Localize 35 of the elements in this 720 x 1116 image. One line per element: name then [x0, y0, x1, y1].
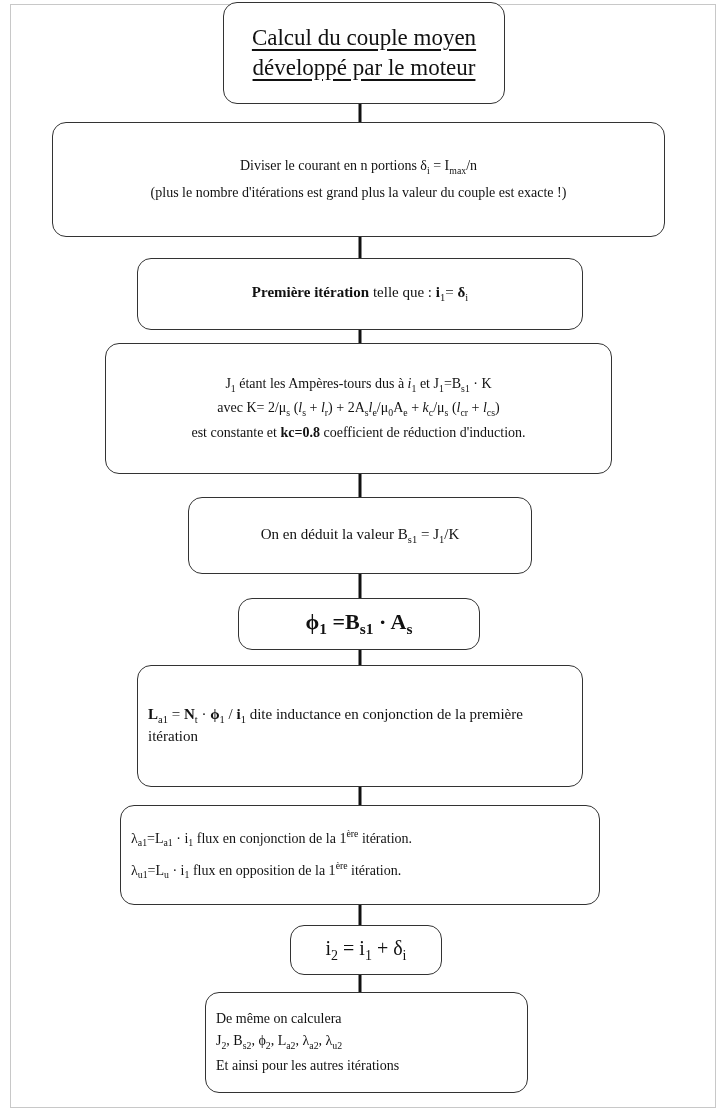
- formula-box: [290, 925, 442, 975]
- formula-box: [238, 598, 480, 650]
- connector-line: [358, 104, 362, 122]
- process-box: [120, 805, 600, 905]
- step-text: Diviser le courant en n portions δ$_{i}$ = I$_{max}$/n: [239, 157, 478, 178]
- connector-line: [358, 905, 362, 925]
- connector-line: [358, 787, 362, 805]
- step-text: J$_{2}$, B$_{s2}$, ϕ$_{2}$, L$_{a2}$, λ$_{a2}$, λ$_{u2}$: [216, 1032, 343, 1053]
- step-text: De même on calculera: [216, 1010, 342, 1029]
- step-text: avec K= 2/μ$_{s}$ (l$_{s}$ + l$_{r}$) + 2A$_{s}$l$_{e}$/μ$_{0}$A$_{e}$ + k$_{c}$/μ$_{s}$ (l$_{cr}$ + l$_{cs}$): [217, 399, 500, 420]
- step-text: est constante et kc=0.8 coefficient de réduction d'induction.: [191, 423, 526, 442]
- step-text: J$_{1}$ étant les Ampères-tours dus à i$_{1}$ et J$_{1}$=B$_{s1}$ · K: [225, 374, 492, 396]
- connector-line: [358, 650, 362, 665]
- step-text: Première itération telle que : i$_{1}$= δ$_{i}$: [251, 283, 469, 305]
- process-box: [137, 258, 583, 330]
- step-text: On en déduit la valeur B$_{s1}$ = J$_{1}$/K: [260, 524, 460, 547]
- connector-line: [358, 574, 362, 598]
- step-text: λ$_{a1}$=L$_{a1}$ · i$_{1}$ flux en conjonction de la 1$^{ère}$ itération.: [131, 827, 413, 850]
- step-text: i$_{2}$ = i$_{1}$ + δ$_{i}$: [325, 935, 407, 965]
- connector-line: [358, 975, 362, 992]
- process-box: [105, 343, 612, 474]
- step-text: L$_{a1}$ = N$_{t}$ · ϕ$_{1}$ / i$_{1}$ dite inductance en conjonction de la première itération: [148, 705, 524, 747]
- step-text: ϕ$_{1}$ =B$_{s1}$ · A$_{s}$: [305, 608, 413, 640]
- title-text: Calcul du couple moyen développé par le moteur: [250, 24, 478, 82]
- connector-line: [358, 237, 362, 258]
- step-text: Et ainsi pour les autres itérations: [216, 1056, 400, 1075]
- step-text: λ$_{u1}$=L$_{u}$ · i$_{1}$ flux en opposition de la 1$^{ère}$ itération.: [131, 860, 402, 883]
- process-box: [52, 122, 665, 237]
- connector-line: [358, 474, 362, 497]
- connector-line: [358, 330, 362, 343]
- title-box: [223, 2, 505, 104]
- process-box: [188, 497, 532, 574]
- process-box: [205, 992, 528, 1093]
- step-text: (plus le nombre d'itérations est grand plus la valeur du couple est exacte !): [150, 183, 567, 202]
- process-box: [137, 665, 583, 787]
